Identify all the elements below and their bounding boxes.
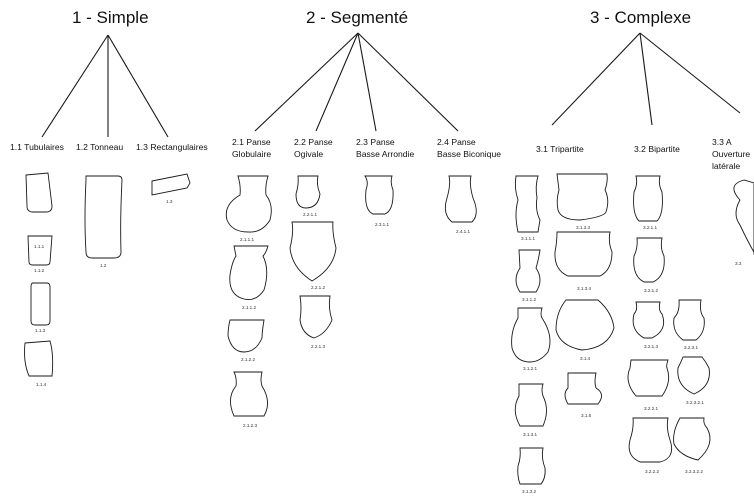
vessel-profile [633, 237, 665, 283]
connector-line [41, 34, 109, 138]
vessel-profile [517, 447, 546, 485]
caption: 3.2.2.2 [645, 469, 660, 474]
vessel-profile [151, 173, 191, 196]
caption: 1.1.4 [36, 382, 47, 387]
vessel-profile [514, 383, 547, 427]
connector-line [107, 34, 169, 138]
caption: 3.2.1.2 [644, 288, 659, 293]
connector-line [639, 32, 741, 114]
vessel-profile [673, 299, 705, 341]
vessel-profile [633, 175, 663, 222]
subtype-2-3: 2.3 Panse Basse Arrondie [356, 137, 415, 159]
vessel-profile [25, 172, 53, 213]
caption: 1.3 [166, 199, 173, 204]
subtype-3-1: 3.1 Tripartite [536, 144, 584, 154]
vessel-profile [556, 173, 609, 221]
vessel-profile [84, 175, 123, 259]
caption: 2.1.2.2 [241, 357, 256, 362]
connector-line [639, 32, 653, 126]
subtype-3-2: 3.2 Bipartite [634, 144, 680, 154]
caption: 3.1.4 [580, 356, 591, 361]
caption: 3.1.2.1 [523, 366, 538, 371]
subtype-2-4: 2.4 Panse Basse Biconique [437, 137, 502, 159]
caption: 2.1.2.3 [243, 423, 258, 428]
vessel-profile [299, 295, 333, 339]
caption: 2.1.1.2 [242, 305, 257, 310]
vessel-profile [225, 175, 272, 233]
caption: 1.1.2 [34, 268, 45, 273]
vessel-profile [555, 299, 615, 351]
vessel-profile [230, 371, 268, 417]
caption: 3.2.2.1 [644, 406, 659, 411]
caption: 2.2.1.1 [303, 212, 318, 217]
subtype-2-1: 2.1 Panse Globulaire [232, 137, 272, 159]
caption: 3.2.3.1 [684, 345, 699, 350]
caption: 3.3 [735, 261, 742, 266]
vessel-profile [733, 179, 754, 255]
caption: 1.2 [100, 263, 107, 268]
vessel-profile [295, 175, 321, 209]
caption: 3.1.1.1 [521, 236, 536, 241]
vessel-profile [229, 245, 269, 301]
caption: 2.3.1.1 [375, 222, 390, 227]
connector-line [551, 32, 641, 126]
caption: 3.1.5 [581, 413, 592, 418]
vessel-profile [632, 301, 665, 339]
header-complexe: 3 - Complexe [590, 8, 692, 27]
vessel-profile [227, 319, 265, 353]
caption: 2.4.1.1 [456, 229, 471, 234]
subtype-1-3: 1.3 Rectangulaires [136, 142, 208, 152]
vessel-profile [444, 175, 477, 223]
vessel-profile [677, 356, 710, 395]
caption: 3.1.3.4 [577, 286, 592, 291]
vessel-profile [554, 231, 613, 277]
caption: 1.1.1 [34, 244, 45, 249]
vessel-profile [628, 417, 673, 463]
caption: 2.2.1.2 [311, 285, 326, 290]
vessel-profile [24, 340, 54, 377]
vessel-profile [364, 175, 394, 215]
header-simple: 1 - Simple [72, 8, 149, 27]
subtype-1-2: 1.2 Tonneau [76, 142, 124, 152]
vessel-profile [515, 249, 541, 293]
vessel-profile [564, 372, 602, 405]
caption: 3.2.1.3 [644, 344, 659, 349]
caption: 3.1.3.3 [576, 225, 591, 230]
connector-line [254, 32, 359, 132]
vessel-profile [673, 417, 711, 461]
caption: 3.1.1.2 [522, 297, 537, 302]
vessel-profile [511, 307, 551, 363]
caption: 2.1.1.1 [240, 237, 255, 242]
caption: 3.2.3.2.2 [685, 469, 703, 474]
connector-line [357, 32, 377, 132]
connector-line [357, 32, 459, 132]
caption: 2.2.1.3 [311, 344, 326, 349]
caption: 3.1.3.2 [522, 489, 537, 494]
vessel-profile [27, 235, 53, 266]
vessel-profile [289, 221, 337, 282]
connector-line [315, 32, 359, 132]
caption: 3.1.3.1 [523, 432, 538, 437]
subtype-1-1: 1.1 Tubulaires [10, 142, 64, 152]
vessel-profile [30, 282, 51, 326]
subtype-3-3: 3.3 A Ouverture latérale [712, 137, 751, 171]
caption: 3.2.1.1 [643, 225, 658, 230]
subtype-2-2: 2.2 Panse Ogivale [294, 137, 333, 159]
caption: 1.1.3 [35, 328, 46, 333]
header-segmente: 2 - Segmenté [306, 8, 409, 27]
vessel-profile [627, 359, 670, 397]
caption: 3.2.3.2.1 [686, 400, 704, 405]
vessel-profile [514, 175, 541, 233]
